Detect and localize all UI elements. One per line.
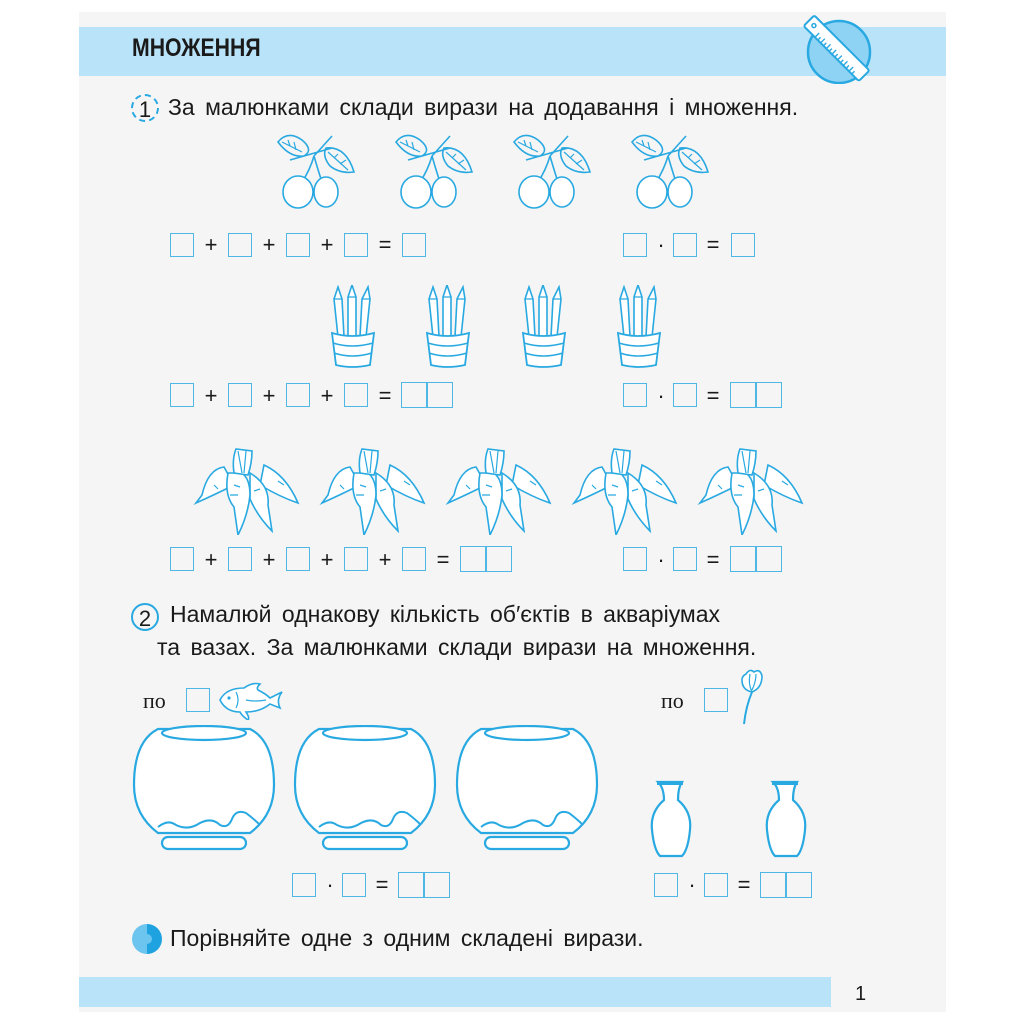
task-2-instruction-line1: Намалюй однакову кількість об′єктів в ак… (170, 601, 721, 627)
carrots-row (195, 448, 803, 535)
answer-box[interactable] (170, 233, 194, 257)
carrots-bunch-icon (699, 448, 803, 535)
cherries-icon (513, 134, 591, 209)
answer-box[interactable] (673, 233, 697, 257)
answer-box[interactable] (623, 547, 647, 571)
answer-box[interactable] (286, 383, 310, 407)
plus-sign: + (204, 383, 218, 408)
result-two-digit-box[interactable] (730, 382, 782, 408)
plus-sign: + (320, 547, 334, 572)
multiply-sign: · (326, 872, 334, 897)
answer-box[interactable] (170, 547, 194, 571)
answer-box[interactable] (654, 873, 678, 897)
cherries-icon (631, 134, 709, 209)
answer-box[interactable] (342, 873, 366, 897)
equals-sign: = (706, 383, 720, 408)
plus-sign: + (262, 383, 276, 408)
answer-box[interactable] (673, 547, 697, 571)
cherries-row (277, 134, 709, 209)
result-box[interactable] (731, 233, 755, 257)
equals-sign: = (375, 872, 389, 897)
vase-icon (650, 780, 692, 858)
task-1-number: 1 (131, 94, 159, 122)
carrots-bunch-icon (447, 448, 551, 535)
plus-sign: + (262, 547, 276, 572)
cherries-icon (395, 134, 473, 209)
result-two-digit-box[interactable] (460, 546, 512, 572)
answer-box[interactable] (344, 383, 368, 407)
pencil-cup-icon (331, 285, 375, 368)
equals-sign: = (436, 547, 450, 572)
answer-box[interactable] (623, 383, 647, 407)
equals-sign: = (706, 547, 720, 572)
pencil-cup-icon (426, 285, 470, 368)
multiply-sign: · (657, 383, 665, 408)
task-1-instruction: За малюнками склади вирази на додавання … (168, 94, 799, 120)
result-two-digit-box[interactable] (398, 872, 450, 898)
vases-row (650, 780, 807, 858)
cherries-icon (277, 134, 355, 209)
answer-box[interactable] (228, 383, 252, 407)
task-2-instruction-line2: та вазах. За малюнками склади вирази на … (157, 634, 757, 660)
fish-icon (219, 682, 283, 720)
answer-box[interactable] (286, 233, 310, 257)
multiply-sign: · (657, 232, 665, 257)
plus-sign: + (320, 232, 334, 257)
answer-box[interactable] (344, 233, 368, 257)
carrots-bunch-icon (321, 448, 425, 535)
multiply-sign: · (688, 872, 696, 897)
answer-box[interactable] (228, 233, 252, 257)
discussion-text: Порівняйте одне з одним складені вирази. (170, 925, 644, 951)
result-two-digit-box[interactable] (760, 872, 812, 898)
pencil-cup-icon (617, 285, 661, 368)
equals-sign: = (378, 232, 392, 257)
po-label: по (661, 688, 684, 713)
result-two-digit-box[interactable] (401, 382, 453, 408)
task-2-number: 2 (131, 603, 159, 631)
equals-sign: = (737, 872, 751, 897)
plus-sign: + (262, 232, 276, 257)
answer-box[interactable] (170, 383, 194, 407)
answer-box[interactable] (673, 383, 697, 407)
answer-box[interactable] (623, 233, 647, 257)
plus-sign: + (204, 232, 218, 257)
footer-band (79, 977, 831, 1007)
answer-box[interactable] (344, 547, 368, 571)
answer-box[interactable] (292, 873, 316, 897)
plus-sign: + (204, 547, 218, 572)
answer-box[interactable] (704, 873, 728, 897)
header-band (79, 27, 946, 76)
page-number: 1 (855, 983, 867, 1005)
result-two-digit-box[interactable] (730, 546, 782, 572)
ruler-icon (803, 15, 872, 84)
pencil-cups-row (331, 285, 661, 368)
plus-sign: + (378, 547, 392, 572)
fish-count-box[interactable] (186, 688, 210, 712)
aquariums-row (132, 725, 599, 851)
equals-sign: = (378, 383, 392, 408)
pair-work-icon (132, 924, 162, 954)
carrots-bunch-icon (195, 448, 299, 535)
answer-box[interactable] (402, 547, 426, 571)
tulip-icon (741, 669, 763, 725)
vase-icon (765, 780, 807, 858)
multiply-sign: · (657, 547, 665, 572)
aquarium-icon (455, 725, 599, 851)
carrots-bunch-icon (573, 448, 677, 535)
po-label: по (143, 688, 166, 713)
answer-box[interactable] (228, 547, 252, 571)
plus-sign: + (320, 383, 334, 408)
aquarium-icon (293, 725, 437, 851)
aquarium-icon (132, 725, 276, 851)
result-box[interactable] (402, 233, 426, 257)
tulip-count-box[interactable] (704, 688, 728, 712)
answer-box[interactable] (286, 547, 310, 571)
page-title: МНОЖЕННЯ (132, 34, 261, 62)
pencil-cup-icon (522, 285, 566, 368)
equals-sign: = (706, 232, 720, 257)
